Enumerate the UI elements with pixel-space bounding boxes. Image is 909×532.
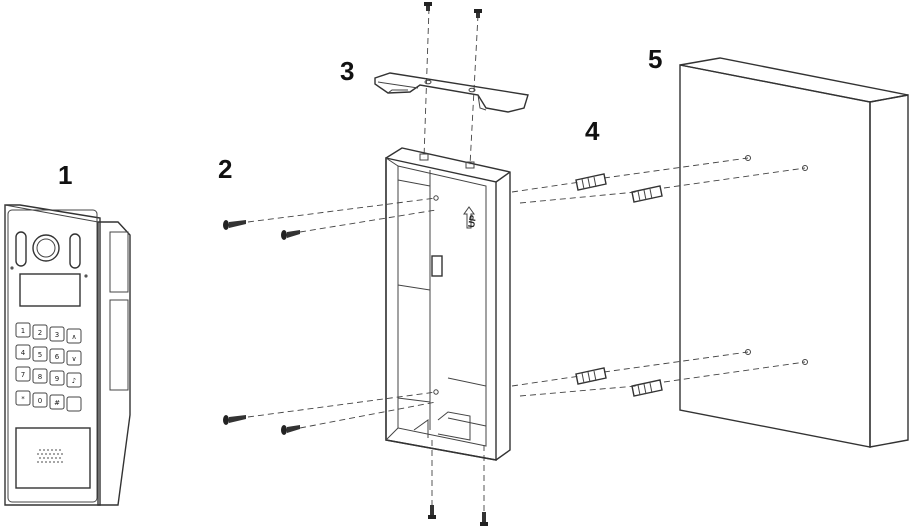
keypad-key: ∨ [71, 355, 76, 363]
speaker-grille [37, 449, 63, 463]
screw [281, 425, 300, 435]
keypad-key: 5 [38, 351, 42, 359]
callout-anchors: 4 [585, 116, 600, 146]
up-arrow-icon [463, 206, 475, 229]
wall-panel [679, 57, 909, 448]
screw [428, 505, 436, 519]
keypad-row-1: 1 2 3 ∧ [15, 322, 82, 344]
keypad-key: ♪ [72, 377, 76, 385]
card-reader-area [15, 427, 91, 489]
screw [281, 230, 300, 240]
keypad-row-2: 4 5 6 ∨ [15, 344, 82, 366]
wall-anchor [575, 367, 607, 385]
keypad: 1 2 3 ∧ 4 5 6 ∨ 7 8 [15, 322, 82, 412]
screw [424, 2, 432, 11]
up-label: UP [466, 214, 478, 228]
keypad-row-3: 7 8 9 ♪ [15, 366, 82, 388]
keypad-key: 0 [38, 397, 42, 405]
keypad-row-4: * 0 # [15, 390, 82, 412]
keypad-key: # [54, 399, 60, 407]
callout-screws: 2 [218, 154, 232, 184]
keypad-key: ∧ [71, 333, 76, 341]
screw [474, 9, 482, 18]
callout-wall: 5 [648, 44, 662, 74]
screw [480, 512, 488, 526]
wall-anchors-group [575, 173, 663, 397]
back-box: UP [385, 147, 511, 461]
keypad-key: 1 [21, 327, 25, 335]
alignment-lines [247, 7, 806, 515]
keypad-key: 2 [38, 329, 42, 337]
door-station: 1 2 3 ∧ 4 5 6 ∨ 7 8 [4, 204, 131, 506]
wall-anchor [575, 173, 607, 191]
rain-hood-bracket [374, 72, 529, 113]
keypad-key: 8 [38, 373, 42, 381]
keypad-key: 4 [21, 349, 26, 357]
wall-anchor [631, 185, 663, 203]
screw [223, 220, 246, 230]
keypad-key: 6 [55, 353, 60, 361]
keypad-key: 7 [21, 371, 25, 379]
callout-bracket: 3 [340, 56, 354, 86]
screws-group [223, 2, 488, 526]
wall-anchor [631, 379, 663, 397]
keypad-key: 9 [55, 375, 59, 383]
keypad-key: * [21, 395, 25, 403]
keypad-key: 3 [55, 331, 59, 339]
callout-door-station: 1 [58, 160, 72, 190]
screw [223, 415, 246, 425]
